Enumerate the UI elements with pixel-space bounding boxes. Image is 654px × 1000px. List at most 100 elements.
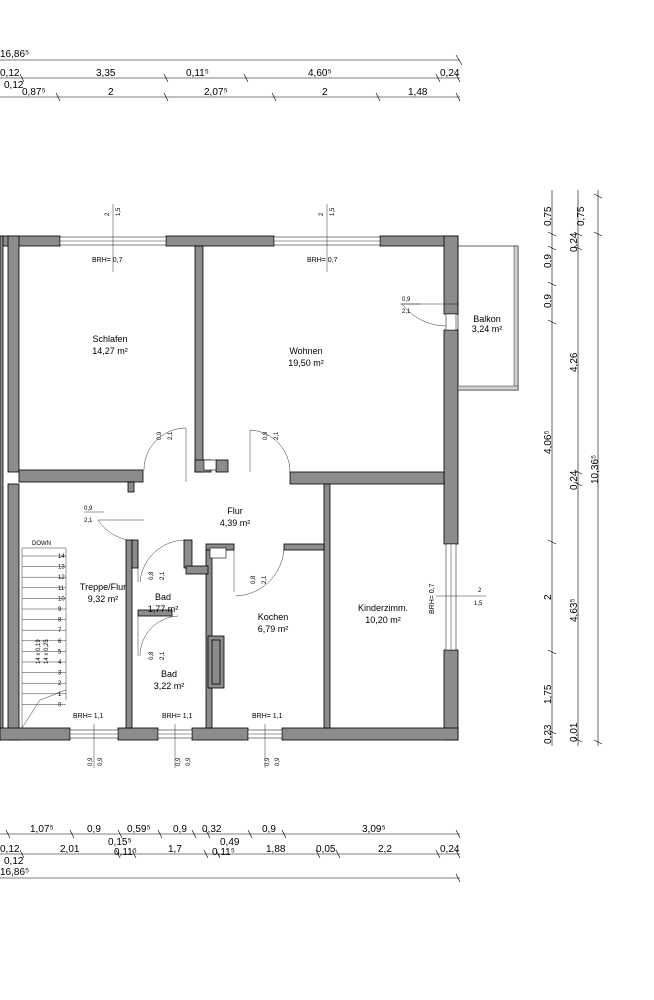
room-bad1-area: 1,77 m² (148, 604, 179, 614)
dim-bot-r2-7: 2,2 (378, 844, 392, 855)
walls (0, 235, 459, 741)
room-treppe-area: 9,32 m² (88, 594, 119, 604)
room-flur-name: Flur (227, 506, 243, 516)
dim-right-i4: 2 (543, 594, 554, 600)
brh-treppe: BRH= 1,1 (73, 713, 104, 720)
brh-labels: BRH= 0,7 BRH= 0,7 BRH= 1,1 BRH= 1,1 BRH=… (73, 257, 436, 720)
dim-bot-r1b-1: 0,49 (220, 837, 240, 848)
dim-right-m4: 0,01 (569, 722, 580, 742)
doors (97, 303, 458, 657)
room-balkon-area: 3,24 m² (472, 324, 503, 334)
win-wohnen-a: 2 (319, 212, 325, 216)
dim-right-m3: 4,63⁵ (569, 598, 580, 622)
dim-bot-r1-6: 3,09⁵ (362, 824, 386, 835)
opening-labels: 2 1,5 2 1,5 2 1,5 0,9 2,1 0,9 2,1 0,9 2,… (84, 204, 486, 768)
stair-step-number: 10 (58, 596, 65, 602)
dim-bot-r1-5: 0,9 (262, 824, 276, 835)
dim-bot-r1-4: 0,32 (202, 824, 222, 835)
brh-schlafen: BRH= 0,7 (92, 257, 123, 264)
dim-right-m2: 0,24 (569, 470, 580, 490)
dim-top-r2-1: 2 (108, 87, 114, 98)
dim-top-r2-3: 2 (322, 87, 328, 98)
dim-bot-r1b-0: 0,15⁵ (108, 837, 132, 848)
stair-formula-2: 14 x 0,25 (44, 639, 50, 664)
dim-right-i5: 1,75 (543, 684, 554, 704)
bwin2-b: 0,9 (186, 757, 192, 766)
stair-step-number: 8 (58, 618, 62, 624)
dim-bot-r2-8: 0,24 (440, 844, 460, 855)
dim-bot-r2-0: 0,12 (0, 844, 20, 855)
top-dimensions: 16,86⁵ 0,12 3,35 0,11⁵ 4,60⁵ 0,24 0,12 0… (0, 49, 463, 102)
stair-step-number: 4 (58, 660, 62, 666)
door-treppe-b: 2,1 (84, 518, 93, 524)
bwin1-b: 0,9 (98, 757, 104, 766)
room-bad1-name: Bad (155, 592, 171, 602)
dim-bot-r1-3: 0,9 (173, 824, 187, 835)
stair-step-number: 14 (58, 554, 65, 560)
dim-top-overall: 16,86⁵ (0, 49, 29, 60)
door-bad2-a: 0,8 (149, 651, 155, 660)
dim-top-r1-4: 0,24 (440, 68, 460, 79)
door-schlafen-b: 2,1 (168, 431, 174, 440)
stair-step-number: 3 (58, 671, 62, 677)
dim-bot-r2-5: 1,88 (266, 844, 286, 855)
dim-right-m1: 4,26 (569, 352, 580, 372)
room-kochen-name: Kochen (258, 612, 289, 622)
win-wohnen-b: 1,5 (330, 207, 336, 216)
room-kinder-area: 10,20 m² (365, 615, 401, 625)
win-schlafen-b: 1,5 (116, 207, 122, 216)
stair-step-number: 9 (58, 607, 62, 613)
room-schlafen-area: 14,27 m² (92, 346, 128, 356)
dim-right-i2: 0,9 (543, 294, 554, 308)
stair-step-number: 12 (58, 575, 65, 581)
dim-bot-r2-6: 0,05 (316, 844, 336, 855)
room-balkon-name: Balkon (473, 314, 501, 324)
brh-kinder: BRH= 0,7 (429, 583, 436, 614)
stair-step-number: 6 (58, 639, 62, 645)
room-kinder-name: Kinderzimm. (358, 603, 408, 613)
dim-bot-r2b: 0,12 (4, 856, 24, 867)
bwin1-a: 0,9 (88, 757, 94, 766)
stair-step-number: 1 (58, 692, 62, 698)
dim-bot-r2-3: 1,7 (168, 844, 182, 855)
win-kinder-b: 1,5 (474, 601, 483, 607)
stair-step-number: 7 (58, 628, 62, 634)
windows (59, 236, 457, 739)
dim-bot-overall: 16,86⁵ (0, 867, 29, 878)
brh-kochen: BRH= 1,1 (252, 713, 283, 720)
bwin3-b: 0,9 (275, 757, 281, 766)
bwin3-a: 0,9 (265, 757, 271, 766)
stair-step-number: 5 (58, 649, 62, 655)
door-kochen-b: 2,1 (262, 575, 268, 584)
win-schlafen-a: 2 (105, 212, 111, 216)
dim-top-r1-1: 3,35 (96, 68, 116, 79)
dim-right-i6: 0,23 (543, 724, 554, 744)
dim-bot-r2-4: 0,11⁵ (212, 847, 235, 858)
dim-top-r2-2: 2,07⁵ (204, 87, 228, 98)
room-schlafen-name: Schlafen (92, 334, 127, 344)
stair-step-number: 13 (58, 565, 65, 571)
dim-top-r1-2: 0,11⁵ (186, 68, 209, 79)
door-balkon-b: 2,1 (402, 309, 411, 315)
room-bad2-name: Bad (161, 669, 177, 679)
dim-bot-r1-2: 0,59⁵ (127, 824, 151, 835)
door-schlafen-a: 0,9 (157, 431, 163, 440)
door-balkon-a: 0,9 (402, 297, 411, 303)
dim-right-i0: 0,75 (543, 206, 554, 226)
dim-bot-r1-0: 1,07⁵ (30, 824, 54, 835)
brh-bad: BRH= 1,1 (162, 713, 193, 720)
balkon (457, 245, 519, 391)
room-kochen-area: 6,79 m² (258, 624, 289, 634)
dim-top-r1b: 0,12 (4, 80, 24, 91)
door-bad2-b: 2,1 (160, 651, 166, 660)
door-wohnen-a: 0,9 (263, 431, 269, 440)
room-labels: Schlafen 14,27 m² Wohnen 19,50 m² Balkon… (80, 314, 502, 691)
stair-step-number: 0 (58, 702, 62, 708)
door-bad1-b: 2,1 (160, 571, 166, 580)
door-kochen-a: 0,8 (251, 575, 257, 584)
bwin2-a: 0,9 (176, 757, 182, 766)
dim-top-r2-4: 1,48 (408, 87, 428, 98)
room-treppe-name: Treppe/Flur (80, 582, 126, 592)
